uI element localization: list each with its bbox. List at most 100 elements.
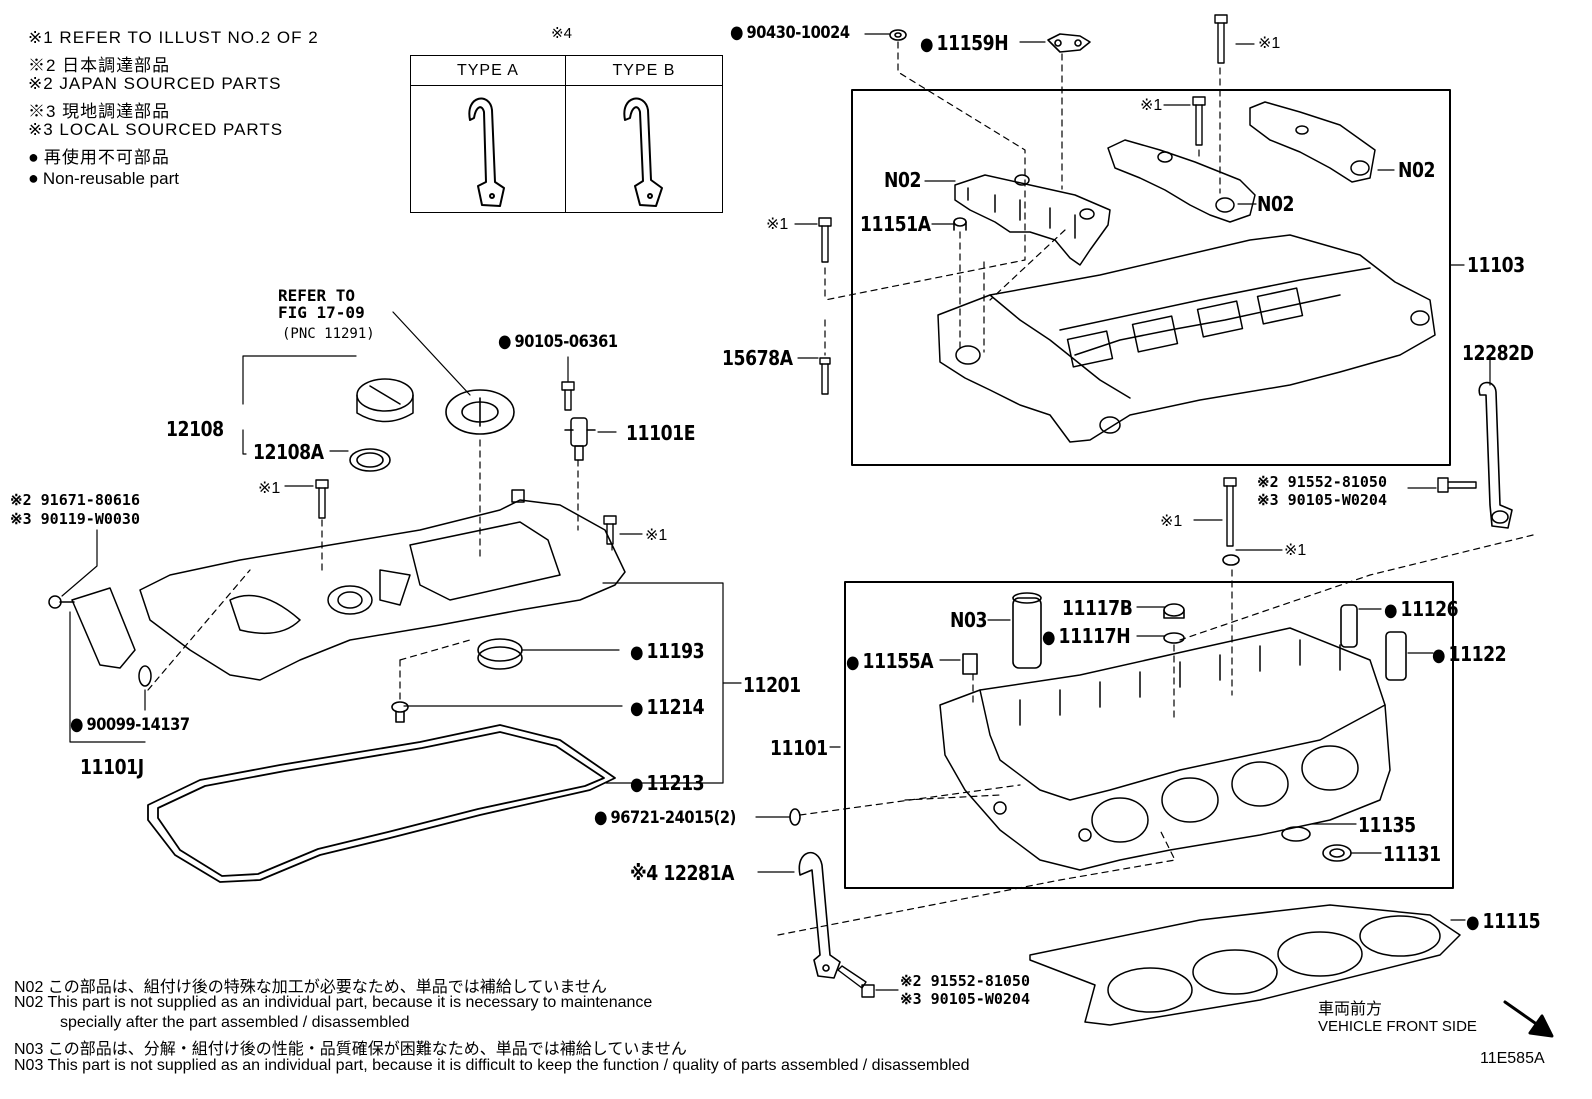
pin-11155a-icon bbox=[962, 653, 978, 675]
label-91671-80616: ※2 91671-80616 bbox=[10, 491, 140, 509]
label-90430-10024: 90430-10024 bbox=[730, 22, 850, 43]
oil-filler-cap-icon bbox=[356, 378, 414, 423]
note-n03-en: N03 This part is not supplied as an indi… bbox=[14, 1057, 970, 1074]
sensor-11101e-icon bbox=[564, 417, 596, 461]
label-x1-b: ※1 bbox=[1140, 97, 1163, 114]
seal-11135-icon bbox=[1281, 826, 1311, 842]
legend-nonreusable-en: Non-reusable part bbox=[28, 168, 179, 189]
bracket-12281a-icon bbox=[798, 851, 841, 979]
cylinder-head-icon bbox=[939, 627, 1391, 871]
label-90105-w0204-top: ※3 90105-W0204 bbox=[1257, 491, 1387, 509]
label-11117b: 11117B bbox=[1062, 596, 1133, 620]
guide-11126-icon bbox=[1340, 604, 1358, 648]
ring-11117h-icon bbox=[1163, 632, 1185, 644]
head-cover-icon bbox=[139, 489, 626, 681]
washer-long-icon bbox=[1222, 554, 1240, 566]
label-11214: 11214 bbox=[630, 695, 705, 719]
legend-local-jp: ※3 現地調達部品 bbox=[28, 102, 171, 121]
label-12282d: 12282D bbox=[1462, 341, 1534, 365]
hook-type-table: TYPE A TYPE B bbox=[410, 55, 724, 213]
label-90119-w0030: ※3 90119-W0030 bbox=[10, 510, 140, 528]
emblem-icon bbox=[445, 389, 515, 435]
label-12108: 12108 bbox=[166, 417, 224, 441]
label-11131: 11131 bbox=[1383, 842, 1441, 866]
bolt-91552-bottom-icon bbox=[837, 965, 875, 998]
bolt-cover-right-icon bbox=[603, 515, 617, 545]
label-90105-w0204-bottom: ※3 90105-W0204 bbox=[900, 990, 1030, 1008]
seal-11131-icon bbox=[1322, 844, 1352, 862]
sleeve-n03-icon bbox=[1012, 592, 1042, 669]
stud-15678a-icon bbox=[819, 357, 831, 395]
front-label-jp: 車両前方 bbox=[1318, 1001, 1383, 1018]
label-11151a: 11151A bbox=[860, 212, 931, 236]
bolt-top-icon bbox=[1214, 14, 1228, 64]
refer-line2: FIG 17-09 bbox=[278, 303, 365, 322]
label-x1-e: ※1 bbox=[645, 527, 668, 544]
label-11155a: 11155A bbox=[846, 649, 934, 673]
refer-line1: REFER TO bbox=[278, 286, 356, 305]
label-11122: 11122 bbox=[1432, 642, 1507, 666]
note-n02-en-cont: specially after the part assembled / dis… bbox=[60, 1014, 410, 1031]
label-11101: 11101 bbox=[770, 736, 828, 760]
label-11135: 11135 bbox=[1358, 813, 1416, 837]
note-n03-jp: N03 この部品は、分解・組付け後の性能・品質確保が困難なため、単品では補給して… bbox=[14, 1041, 687, 1058]
label-12108a: 12108A bbox=[253, 440, 324, 464]
plug-11117b-icon bbox=[1163, 603, 1185, 619]
oring-96721-icon bbox=[789, 808, 801, 826]
label-n02-b: N02 bbox=[1398, 158, 1436, 182]
note-n02-jp: N02 この部品は、組付け後の特殊な加工が必要なため、単品では補給していません bbox=[14, 979, 607, 996]
label-15678a: 15678A bbox=[722, 346, 793, 370]
camshaft-housing-frame bbox=[851, 89, 1451, 466]
label-96721-24015: 96721-24015(2) bbox=[594, 807, 737, 828]
plug-11151a-icon bbox=[953, 217, 967, 231]
type-b-header: TYPE B bbox=[564, 55, 724, 86]
bolt-sensor-icon bbox=[561, 381, 575, 411]
front-arrow-icon bbox=[1503, 1000, 1554, 1038]
label-90105-06361: 90105-06361 bbox=[498, 331, 618, 352]
label-11193: 11193 bbox=[630, 639, 705, 663]
label-n02-a: N02 bbox=[884, 168, 922, 192]
label-90099-14137: 90099-14137 bbox=[70, 714, 190, 735]
camshaft-cap-front-icon bbox=[954, 174, 1111, 266]
label-11213: 11213 bbox=[630, 771, 705, 795]
legend-nonreusable-jp: 再使用不可部品 bbox=[28, 143, 170, 168]
legend-japan-jp: ※2 日本調達部品 bbox=[28, 56, 171, 75]
label-91552-81050-top: ※2 91552-81050 bbox=[1257, 473, 1387, 491]
camshaft-cap-mid-icon bbox=[1107, 139, 1256, 223]
bracket-12282d-icon bbox=[1478, 381, 1513, 529]
type-table-mark: ※4 bbox=[551, 25, 572, 42]
legend-local-en: ※3 LOCAL SOURCED PARTS bbox=[28, 120, 284, 139]
label-x1-top: ※1 bbox=[1258, 35, 1281, 52]
label-12281a: ※4 12281A bbox=[630, 861, 734, 885]
label-91552-81050-bottom: ※2 91552-81050 bbox=[900, 972, 1030, 990]
label-n03: N03 bbox=[950, 608, 988, 632]
label-11115: 11115 bbox=[1466, 909, 1541, 933]
cover-gasket-icon bbox=[147, 724, 616, 883]
refer-line3: (PNC 11291) bbox=[282, 326, 375, 342]
label-n02-c: N02 bbox=[1257, 192, 1295, 216]
leader-lines bbox=[61, 33, 1491, 991]
camshaft-cap-rear-icon bbox=[1249, 101, 1376, 183]
washer-90430-icon bbox=[889, 29, 907, 41]
label-x1-f: ※1 bbox=[1160, 513, 1183, 530]
oil-control-valve-icon bbox=[48, 587, 152, 687]
type-a-header: TYPE A bbox=[410, 55, 566, 86]
plate-11159h-icon bbox=[1047, 33, 1091, 53]
bolt-left-icon bbox=[818, 217, 832, 263]
label-x1-g: ※1 bbox=[1284, 542, 1307, 559]
head-gasket-icon bbox=[1029, 904, 1461, 1026]
bolt-11214-icon bbox=[391, 701, 409, 723]
legend-refer-line: ※1 REFER TO ILLUST NO.2 OF 2 bbox=[28, 28, 319, 47]
camshaft-housing-icon bbox=[937, 234, 1436, 443]
bolt-91552-top-icon bbox=[1437, 477, 1477, 493]
legend-japan-en: ※2 JAPAN SOURCED PARTS bbox=[28, 74, 282, 93]
note-n02-en: N02 This part is not supplied as an indi… bbox=[14, 994, 653, 1011]
front-label-en: VEHICLE FRONT SIDE bbox=[1318, 1018, 1477, 1035]
label-x1-c: ※1 bbox=[766, 216, 789, 233]
label-11103: 11103 bbox=[1467, 253, 1525, 277]
label-x1-d: ※1 bbox=[258, 480, 281, 497]
bolt-housing-icon bbox=[1192, 96, 1206, 146]
label-11117h: 11117H bbox=[1042, 624, 1131, 648]
label-11159h: 11159H bbox=[920, 31, 1009, 55]
